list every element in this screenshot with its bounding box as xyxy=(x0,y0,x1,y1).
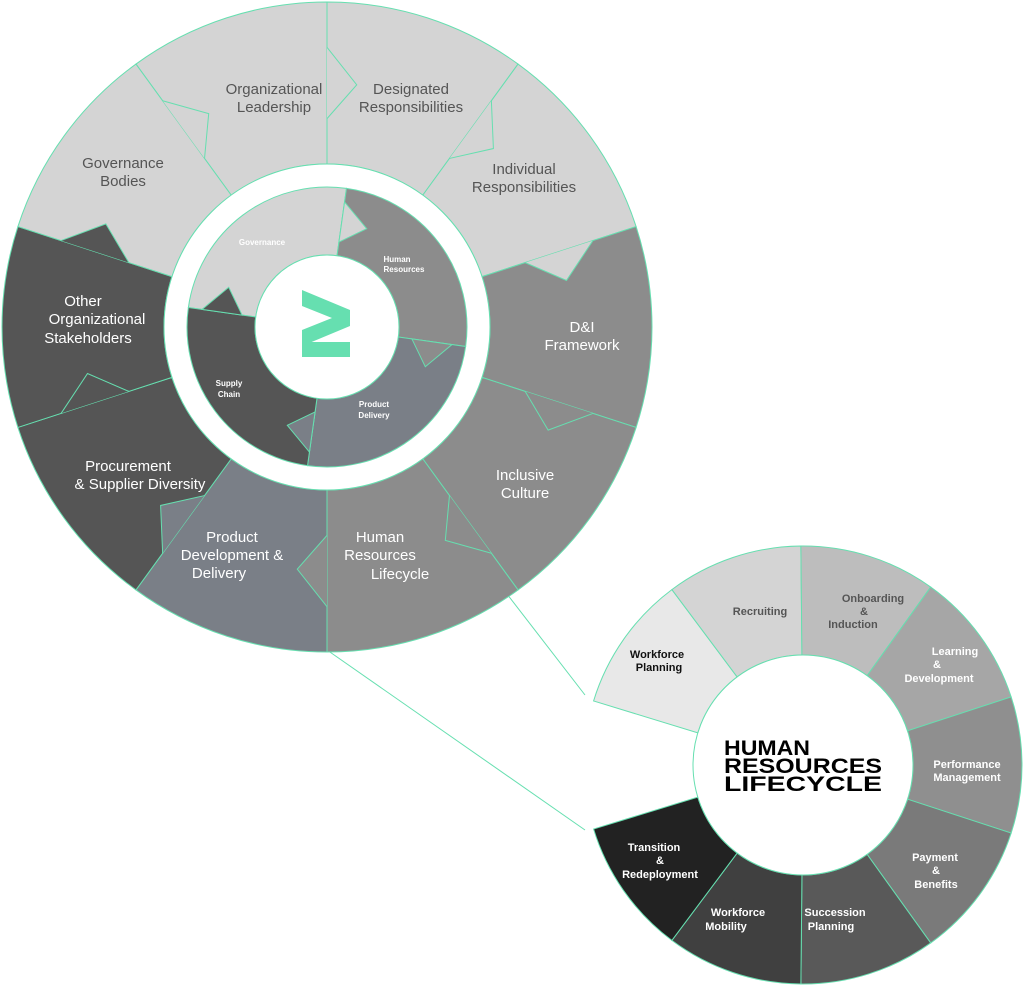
inner-governance: Governance xyxy=(239,238,286,247)
stage-onboarding: Onboarding&Induction xyxy=(828,593,904,631)
svg-text:LIFECYCLE: LIFECYCLE xyxy=(724,773,882,796)
arrow-notch-icon xyxy=(296,535,328,607)
arrow-notch-icon xyxy=(60,372,130,414)
outer-ring xyxy=(1,1,653,653)
segment-procurement: Procurement& Supplier Diversity xyxy=(75,458,206,493)
arrow-head-icon xyxy=(338,200,368,243)
stage-transition: Transition&Redeployment xyxy=(622,842,698,881)
arrow-notch-icon xyxy=(524,240,594,282)
arrow-notch-icon xyxy=(162,100,210,159)
stage-payment: Payment&Benefits xyxy=(912,852,958,891)
hr-center-circle xyxy=(692,654,914,876)
arrow-notch-icon xyxy=(60,223,130,263)
inner-cycle xyxy=(186,186,468,468)
arrow-notch-icon xyxy=(449,100,494,159)
arrow-head-icon xyxy=(286,411,316,454)
arrow-notch-icon xyxy=(444,495,492,554)
hr-lifecycle-title: HUMAN RESOURCES LIFECYCLE xyxy=(724,737,882,796)
svg-text:HUMAN: HUMAN xyxy=(724,737,810,760)
stage-learning: Learning&Development xyxy=(904,646,978,685)
arrow-head-icon xyxy=(411,338,454,368)
zoom-connector-line xyxy=(326,649,586,831)
arrow-notch-icon xyxy=(326,47,358,119)
svg-text:RESOURCES: RESOURCES xyxy=(724,755,882,778)
hr-lifecycle-ring xyxy=(592,545,1023,985)
arrow-notch-icon xyxy=(160,495,205,554)
brand-logo-icon xyxy=(302,290,350,357)
arrow-head-icon xyxy=(200,286,243,316)
stage-recruiting: Recruiting xyxy=(733,606,787,618)
arrow-notch-icon xyxy=(524,391,594,431)
